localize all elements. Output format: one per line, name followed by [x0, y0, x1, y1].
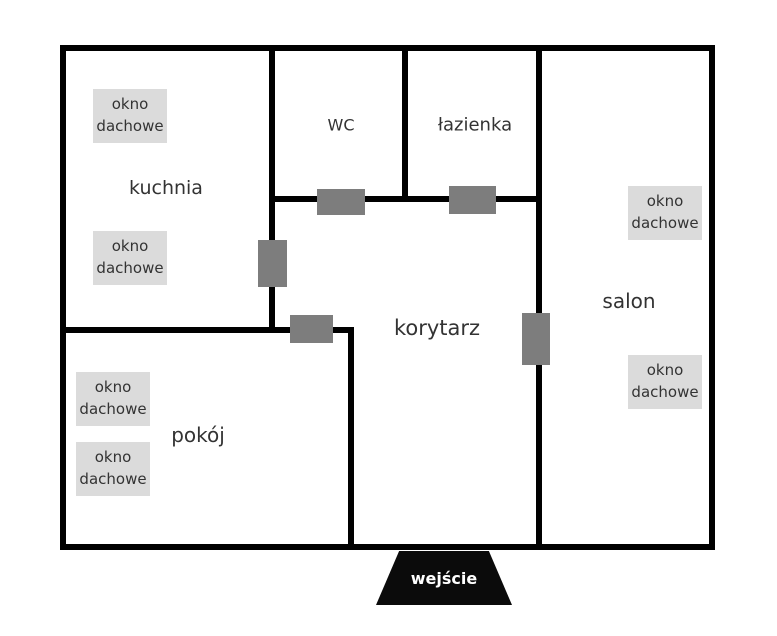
- entrance-label: wejście: [410, 568, 478, 588]
- skylight-label-kuchnia-2: okno dachowe: [93, 231, 167, 285]
- skylight-label-pokoj-2: okno dachowe: [76, 442, 150, 496]
- skylight-label-salon-2: okno dachowe: [628, 355, 702, 409]
- skylight-label-salon-1: okno dachowe: [628, 186, 702, 240]
- wall-kuchnia-east: [269, 45, 275, 333]
- skylight-label-pokoj-1: okno dachowe: [76, 372, 150, 426]
- door-pokoj: [290, 315, 333, 343]
- room-label-korytarz: korytarz: [393, 316, 481, 340]
- wall-kuchnia-pokoj-divider: [60, 327, 354, 333]
- room-label-pokoj: pokój: [171, 423, 225, 447]
- room-label-kuchnia: kuchnia: [129, 177, 203, 199]
- door-salon: [522, 313, 550, 365]
- wall-top-rooms-south: [269, 196, 542, 202]
- outer-wall: [60, 45, 715, 550]
- room-label-lazienka: łazienka: [437, 114, 513, 136]
- wall-salon-west: [536, 45, 542, 550]
- room-label-wc: WC: [327, 115, 355, 135]
- door-wc: [317, 189, 365, 215]
- entrance-marker: wejście: [376, 551, 512, 605]
- wall-wc-lazienka-divider: [402, 45, 408, 202]
- skylight-label-kuchnia-1: okno dachowe: [93, 89, 167, 143]
- wall-pokoj-east: [348, 327, 354, 550]
- door-lazienka: [449, 186, 496, 214]
- door-kuchnia: [258, 240, 287, 287]
- room-label-salon: salon: [602, 289, 656, 313]
